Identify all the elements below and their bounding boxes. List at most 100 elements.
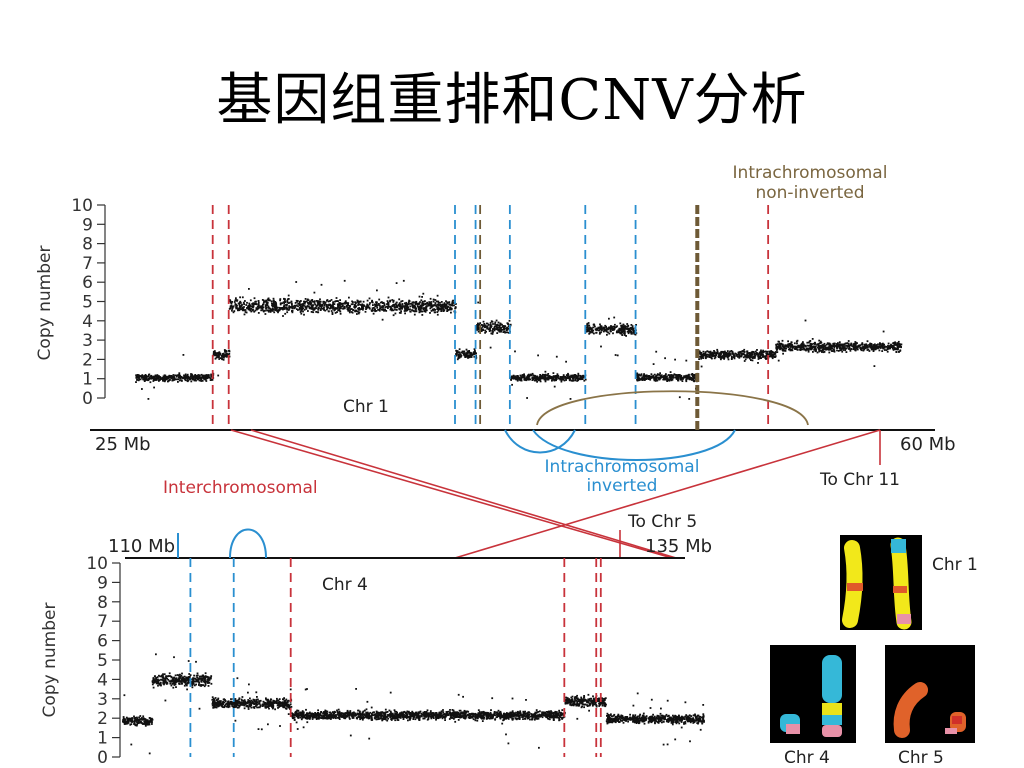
top-data-point xyxy=(172,374,175,376)
top-data-point xyxy=(468,356,471,359)
top-data-point xyxy=(898,342,900,345)
top-data-point xyxy=(484,324,486,327)
top-data-point xyxy=(527,376,530,379)
top-data-point xyxy=(587,329,590,332)
top-data-point xyxy=(497,324,500,327)
top-data-point xyxy=(501,328,504,331)
top-data-point xyxy=(319,303,322,306)
top-data-point xyxy=(724,350,726,353)
top-data-point xyxy=(656,376,659,379)
top-data-point xyxy=(799,344,802,347)
top-data-point xyxy=(138,377,140,379)
top-data-point xyxy=(491,330,494,332)
bottom-data-point xyxy=(141,718,144,721)
top-data-point xyxy=(630,332,633,335)
top-data-point xyxy=(149,381,152,384)
bottom-data-point xyxy=(256,706,258,709)
top-data-point xyxy=(403,306,406,308)
top-data-point xyxy=(881,346,884,349)
top-data-point xyxy=(373,303,376,306)
bottom-data-point xyxy=(169,682,172,685)
top-data-point xyxy=(288,301,291,304)
bottom-data-point xyxy=(277,704,279,707)
top-data-point xyxy=(493,326,496,329)
top-data-point xyxy=(519,378,521,380)
top-data-point xyxy=(484,331,486,334)
top-data-point xyxy=(185,375,188,378)
bottom-data-point xyxy=(235,704,238,706)
top-data-point xyxy=(572,379,575,382)
top-data-point xyxy=(208,374,210,376)
top-data-point xyxy=(264,300,266,303)
top-data-point xyxy=(626,330,629,333)
top-data-point xyxy=(279,298,282,300)
top-data-point xyxy=(244,309,247,311)
top-data-point xyxy=(733,357,736,360)
top-data-point xyxy=(350,311,353,313)
top-data-point xyxy=(636,372,639,375)
bottom-data-point xyxy=(264,706,267,709)
top-data-point xyxy=(727,355,729,358)
top-data-point xyxy=(553,385,556,388)
top-data-point xyxy=(728,352,730,355)
top-data-point xyxy=(382,308,385,311)
top-data-point xyxy=(630,331,633,334)
bottom-data-point xyxy=(233,706,236,709)
top-data-point xyxy=(436,313,439,316)
top-data-point xyxy=(736,354,739,356)
bottom-data-point xyxy=(272,702,275,704)
bottom-data-point xyxy=(278,698,281,700)
top-data-point xyxy=(144,375,146,377)
top-data-point xyxy=(790,345,792,348)
top-data-point xyxy=(644,374,647,377)
top-data-point xyxy=(589,331,592,334)
bottom-data-point xyxy=(239,701,242,704)
top-data-point xyxy=(570,374,572,377)
top-data-point xyxy=(401,303,404,305)
top-data-point xyxy=(366,299,369,302)
bottom-data-point xyxy=(217,698,219,701)
top-data-point xyxy=(404,306,407,308)
top-data-point xyxy=(321,307,324,310)
top-data-point xyxy=(621,324,623,327)
top-data-point xyxy=(176,374,179,377)
bottom-data-point xyxy=(243,704,246,707)
bottom-data-point xyxy=(255,702,258,704)
top-data-point xyxy=(780,343,783,346)
bottom-data-point xyxy=(257,728,260,730)
top-data-point xyxy=(866,344,869,347)
top-data-point xyxy=(415,307,417,310)
top-data-point xyxy=(325,304,328,306)
top-data-point xyxy=(219,353,222,356)
top-x-start-label: 25 Mb xyxy=(95,434,151,455)
top-data-point xyxy=(374,305,377,308)
bottom-data-point xyxy=(187,660,190,662)
top-data-point xyxy=(588,332,591,335)
top-data-point xyxy=(698,358,700,360)
top-data-point xyxy=(386,303,388,305)
bottom-data-point xyxy=(136,716,138,719)
top-data-point xyxy=(595,331,597,334)
top-data-point xyxy=(264,309,266,312)
top-data-point xyxy=(587,326,589,329)
bottom-data-point xyxy=(175,678,177,681)
top-data-point xyxy=(409,308,411,311)
bottom-data-point xyxy=(278,704,280,706)
bottom-data-point xyxy=(177,674,180,677)
top-data-point xyxy=(302,307,305,310)
bottom-data-point xyxy=(161,674,163,677)
bottom-data-point xyxy=(420,712,423,715)
top-data-point xyxy=(412,310,415,312)
top-data-point xyxy=(417,308,420,311)
bottom-data-point xyxy=(124,720,127,723)
top-data-point xyxy=(494,328,496,330)
top-data-point xyxy=(214,352,217,354)
top-data-point xyxy=(392,304,395,306)
top-data-point xyxy=(637,378,639,381)
top-data-point xyxy=(201,375,204,378)
top-data-point xyxy=(179,377,181,380)
bottom-data-point xyxy=(253,703,255,706)
top-data-point xyxy=(338,303,341,306)
top-data-point xyxy=(614,323,616,326)
top-data-point xyxy=(490,325,493,328)
